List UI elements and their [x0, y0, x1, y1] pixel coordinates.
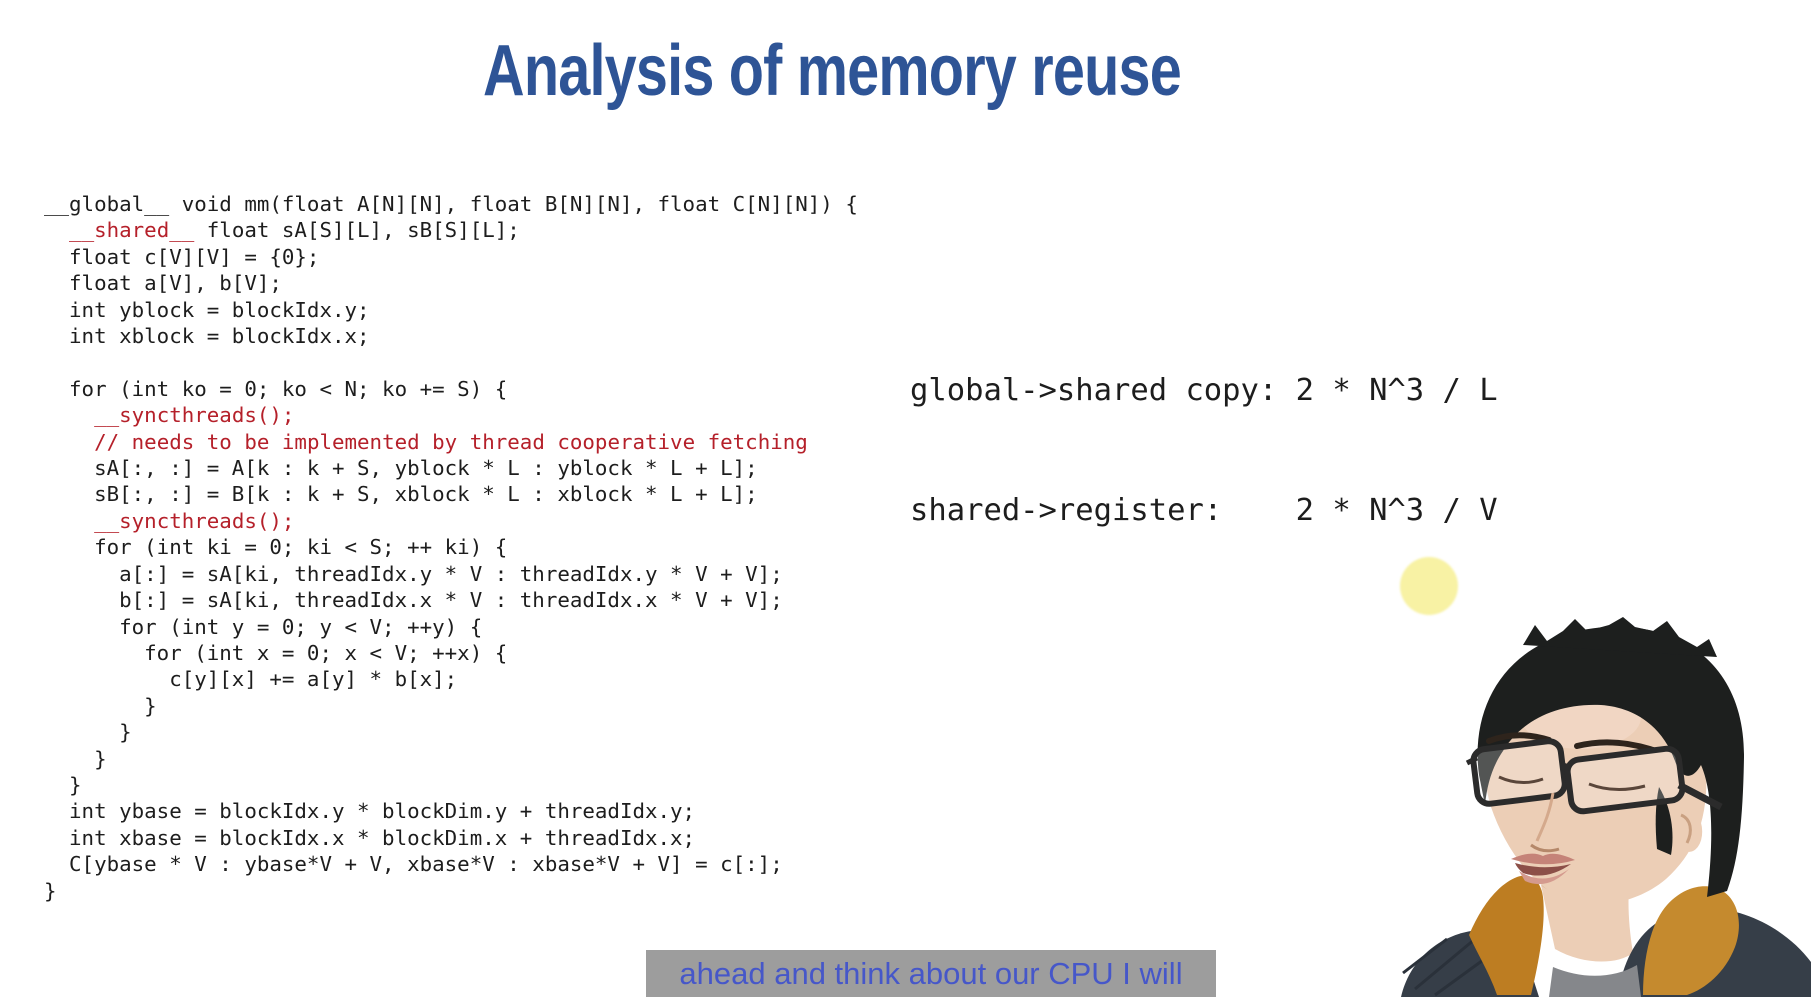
presenter-eyebrow-right [1574, 739, 1656, 753]
memory-reuse-analysis-note: global->shared copy: 2 * N^3 / L shared-… [910, 291, 1498, 571]
presenter-mouth-opening [1515, 863, 1571, 876]
code-segment: } [44, 693, 157, 718]
code-highlight-segment: __syncthreads(); [94, 403, 295, 428]
presenter-eye-right [1588, 782, 1646, 791]
presenter-lower-lip [1519, 869, 1569, 885]
presenter-eyebrow-left [1486, 732, 1552, 744]
code-line: int ybase = blockIdx.y * blockDim.y + th… [44, 798, 858, 824]
code-segment: for (int ko = 0; ko < N; ko += S) { [44, 376, 508, 401]
laser-pointer-highlight-dot [1400, 557, 1458, 615]
code-line: __syncthreads(); [44, 402, 858, 428]
code-line: __global__ void mm(float A[N][N], float … [44, 191, 858, 217]
code-line: } [44, 719, 858, 745]
page-title: Analysis of memory reuse [483, 31, 1182, 111]
code-segment: float c[V][V] = {0}; [44, 244, 320, 269]
code-line [44, 349, 858, 375]
code-segment: } [44, 878, 57, 903]
code-highlight-segment: __syncthreads(); [94, 508, 295, 533]
code-segment [44, 403, 94, 427]
code-line: } [44, 746, 858, 772]
code-line: for (int y = 0; y < V; ++y) { [44, 614, 858, 640]
code-segment: float sA[S][L], sB[S][L]; [194, 218, 520, 243]
code-line: c[y][x] += a[y] * b[x]; [44, 666, 858, 692]
code-segment: C[ybase * V : ybase*V + V, xbase*V : xba… [44, 852, 783, 877]
code-line: int xblock = blockIdx.x; [44, 323, 858, 349]
presenter-eye-left [1498, 775, 1544, 784]
code-segment: int xbase = blockIdx.x * blockDim.x + th… [44, 825, 696, 850]
code-line: } [44, 693, 858, 719]
code-line: __syncthreads(); [44, 508, 858, 534]
code-line: } [44, 878, 858, 904]
code-line: for (int x = 0; x < V; ++x) { [44, 640, 858, 666]
code-line: sB[:, :] = B[k : k + S, xblock * L : xbl… [44, 481, 858, 507]
code-line: float a[V], b[V]; [44, 270, 858, 296]
code-line: int yblock = blockIdx.y; [44, 297, 858, 323]
presenter-hair-spikes [1523, 617, 1717, 657]
code-segment: c[y][x] += a[y] * b[x]; [44, 667, 458, 692]
presenter-webcam-overlay [1401, 617, 1811, 997]
code-segment: } [44, 720, 132, 745]
code-segment: int yblock = blockIdx.y; [44, 297, 370, 322]
code-segment [44, 509, 94, 533]
presenter-shirt [1549, 965, 1641, 997]
code-segment: sB[:, :] = B[k : k + S, xblock * L : xbl… [44, 482, 758, 507]
presenter-jacket-quilt-line [1402, 937, 1448, 975]
presenter-jacket-quilt-line [1414, 937, 1476, 991]
code-segment: int xblock = blockIdx.x; [44, 324, 370, 349]
presenter-ear-inner [1680, 813, 1692, 844]
code-line: } [44, 772, 858, 798]
code-segment: int ybase = blockIdx.y * blockDim.y + th… [44, 799, 696, 824]
presenter-nose [1535, 792, 1555, 842]
code-line: b[:] = sA[ki, threadIdx.x * V : threadId… [44, 587, 858, 613]
presenter-hood-lining-left [1469, 875, 1544, 995]
presenter-hair [1477, 626, 1745, 897]
code-line: sA[:, :] = A[k : k + S, yblock * L : ybl… [44, 455, 858, 481]
code-line: int xbase = blockIdx.x * blockDim.x + th… [44, 825, 858, 851]
code-segment [44, 218, 69, 242]
analysis-line-global-shared: global->shared copy: 2 * N^3 / L [910, 373, 1498, 408]
code-segment: a[:] = sA[ki, threadIdx.y * V : threadId… [44, 561, 783, 586]
code-line: for (int ko = 0; ko < N; ko += S) { [44, 376, 858, 402]
presenter-upper-lip [1511, 853, 1575, 865]
presenter-glasses [1465, 738, 1723, 815]
code-line: for (int ki = 0; ki < S; ++ ki) { [44, 534, 858, 560]
code-line: // needs to be implemented by thread coo… [44, 429, 858, 455]
code-segment: for (int x = 0; x < V; ++x) { [44, 640, 508, 665]
code-segment: b[:] = sA[ki, threadIdx.x * V : threadId… [44, 588, 783, 613]
code-line: float c[V][V] = {0}; [44, 244, 858, 270]
code-segment: } [44, 746, 107, 771]
cuda-code-block: __global__ void mm(float A[N][N], float … [44, 191, 858, 904]
presenter-nostrils [1530, 843, 1560, 853]
caption-text: ahead and think about our CPU I will [679, 955, 1183, 991]
code-segment: __global__ void mm(float A[N][N], float … [44, 192, 858, 216]
code-segment: } [44, 772, 82, 797]
code-line: C[ybase * V : ybase*V + V, xbase*V : xba… [44, 851, 858, 877]
code-line: a[:] = sA[ki, threadIdx.y * V : threadId… [44, 561, 858, 587]
code-segment: for (int y = 0; y < V; ++y) { [44, 614, 483, 639]
code-highlight-segment: // needs to be implemented by thread coo… [94, 429, 808, 454]
code-segment: for (int ki = 0; ki < S; ++ ki) { [44, 535, 508, 560]
analysis-line-shared-register: shared->register: 2 * N^3 / V [910, 493, 1498, 528]
presenter-ear [1671, 806, 1703, 852]
code-segment: sA[:, :] = A[k : k + S, yblock * L : ybl… [44, 456, 758, 481]
presenter-hood-lining-right [1643, 886, 1739, 995]
code-line: __shared__ float sA[S][L], sB[S][L]; [44, 217, 858, 243]
subtitle-caption-bar: ahead and think about our CPU I will [646, 950, 1216, 997]
code-segment [44, 430, 94, 454]
code-highlight-segment: __shared__ [69, 218, 195, 243]
code-segment: float a[V], b[V]; [44, 271, 282, 296]
